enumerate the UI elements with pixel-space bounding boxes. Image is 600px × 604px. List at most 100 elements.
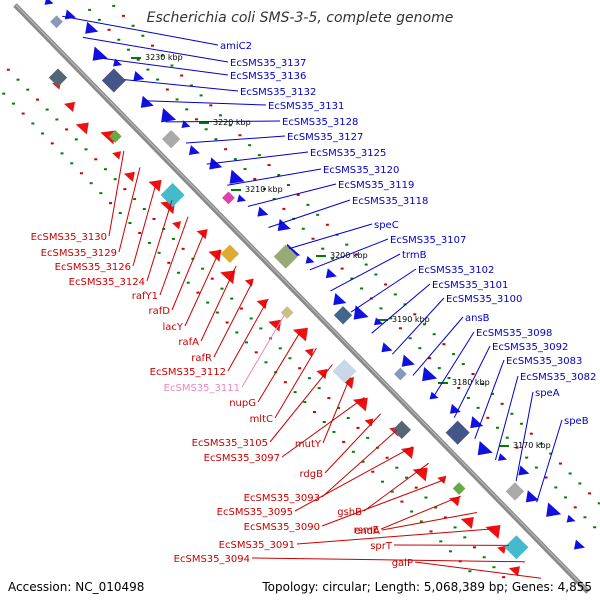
forward-gene-label[interactable]: speA [535, 388, 560, 399]
gene-block [334, 306, 352, 324]
tick-dot [415, 487, 418, 489]
reverse-gene-label[interactable]: rafY1 [132, 291, 158, 302]
reverse-gene-label[interactable]: EcSMS35_3129 [41, 248, 117, 259]
forward-gene-label[interactable]: EcSMS35_3100 [446, 294, 522, 305]
tick-dot [360, 287, 363, 289]
forward-gene-label[interactable]: EcSMS35_3136 [230, 71, 306, 82]
reverse-gene-label[interactable]: EcSMS35_3094 [174, 554, 250, 565]
forward-gene-label[interactable]: EcSMS35_3128 [282, 117, 358, 128]
tick-dot [468, 570, 471, 572]
tick-dot [112, 5, 115, 7]
forward-gene-label[interactable]: EcSMS35_3120 [323, 165, 399, 176]
forward-gene-label[interactable]: EcSMS35_3118 [352, 196, 428, 207]
gene-block [446, 421, 470, 445]
reverse-gene-label[interactable]: EcSMS35_3124 [69, 277, 145, 288]
forward-gene-label[interactable]: EcSMS35_3137 [230, 58, 306, 69]
tick-dot [219, 114, 222, 116]
tick-dot [545, 477, 548, 479]
gene-block [506, 482, 524, 500]
forward-gene-label[interactable]: EcSMS35_3119 [338, 180, 414, 191]
forward-gene-label[interactable]: EcSMS35_3131 [268, 101, 344, 112]
tick-dot [123, 188, 126, 190]
reverse-gene-label[interactable]: rafD [149, 306, 171, 317]
tick-dot [127, 49, 130, 51]
tick-dot [288, 357, 291, 359]
forward-gene-label[interactable]: EcSMS35_3132 [240, 87, 316, 98]
tick-dot [326, 224, 329, 226]
tick-dot [316, 214, 319, 216]
tick-dot [248, 144, 251, 146]
forward-gene-leader [227, 169, 321, 185]
forward-gene-label[interactable]: EcSMS35_3125 [310, 148, 386, 159]
reverse-gene-label[interactable]: galP [392, 558, 413, 569]
reverse-gene-label[interactable]: EcSMS35_3112 [150, 367, 226, 378]
reverse-gene-label[interactable]: endA [354, 526, 380, 537]
reverse-gene-leader [214, 282, 252, 357]
gene-block [453, 482, 466, 495]
ruler-tick [199, 122, 209, 124]
reverse-gene-arrow [124, 172, 135, 182]
forward-gene-label[interactable]: EcSMS35_3127 [287, 132, 363, 143]
tick-dot [143, 208, 146, 210]
tick-dot [119, 212, 122, 214]
reverse-gene-label[interactable]: EcSMS35_3090 [244, 522, 320, 533]
reverse-gene-label[interactable]: sprT [370, 541, 393, 552]
reverse-gene-label[interactable]: EcSMS35_3105 [192, 438, 268, 449]
tick-dot [60, 152, 63, 154]
forward-gene-label[interactable]: trmB [402, 250, 427, 261]
tick-dot [26, 89, 29, 91]
reverse-gene-arrow [437, 476, 446, 484]
tick-dot [133, 198, 136, 200]
forward-gene-label[interactable]: speC [374, 220, 399, 231]
tick-dot [166, 88, 169, 90]
ruler-label: 3180 kbp [452, 378, 490, 387]
reverse-gene-label[interactable]: EcSMS35_3093 [244, 493, 320, 504]
tick-dot [284, 381, 287, 383]
tick-dot [153, 218, 156, 220]
reverse-gene-label[interactable]: EcSMS35_3130 [31, 232, 107, 243]
forward-gene-label[interactable]: EcSMS35_3083 [506, 356, 582, 367]
tick-dot [187, 282, 190, 284]
reverse-gene-label[interactable]: nupG [229, 398, 256, 409]
reverse-gene-leader [185, 250, 220, 326]
forward-gene-label[interactable]: EcSMS35_3101 [432, 280, 508, 291]
reverse-gene-label[interactable]: EcSMS35_3091 [219, 540, 295, 551]
reverse-gene-label[interactable]: EcSMS35_3111 [164, 383, 240, 394]
tick-dot [410, 511, 413, 513]
forward-gene-label[interactable]: EcSMS35_3107 [390, 235, 466, 246]
forward-gene-leader [165, 121, 280, 122]
reverse-gene-label[interactable]: EcSMS35_3095 [217, 507, 293, 518]
forward-gene-arrow [422, 367, 437, 381]
tick-dot [438, 367, 441, 369]
forward-gene-leader [124, 80, 238, 91]
tick-dot [177, 272, 180, 274]
reverse-gene-label[interactable]: lacY [162, 322, 183, 333]
forward-gene-label[interactable]: EcSMS35_3098 [476, 328, 552, 339]
tick-dot [180, 75, 183, 77]
tick-dot [209, 104, 212, 106]
forward-gene-label[interactable]: speB [564, 416, 589, 427]
forward-gene-label[interactable]: EcSMS35_3102 [418, 265, 494, 276]
tick-dot [216, 312, 219, 314]
reverse-gene-label[interactable]: rafA [178, 337, 199, 348]
tick-dot [268, 164, 271, 166]
forward-gene-label[interactable]: amiC2 [220, 41, 252, 52]
forward-gene-label[interactable]: ansB [465, 313, 490, 324]
ruler-label: 3220 kbp [213, 118, 251, 127]
forward-gene-leader [392, 298, 444, 354]
reverse-gene-arrow [76, 122, 89, 134]
tick-dot [447, 377, 450, 379]
reverse-gene-label[interactable]: rafR [191, 353, 212, 364]
reverse-gene-label[interactable]: EcSMS35_3097 [204, 453, 280, 464]
reverse-gene-label[interactable]: mltC [250, 414, 273, 425]
tick-dot [244, 168, 247, 170]
reverse-gene-label[interactable]: rdgB [300, 469, 324, 480]
tick-dot [298, 367, 301, 369]
forward-gene-label[interactable]: EcSMS35_3082 [520, 372, 596, 383]
tick-dot [205, 128, 208, 130]
tick-dot [502, 576, 505, 578]
reverse-gene-arrow [461, 517, 474, 529]
reverse-gene-label[interactable]: EcSMS35_3126 [55, 262, 131, 273]
forward-gene-label[interactable]: EcSMS35_3092 [492, 342, 568, 353]
